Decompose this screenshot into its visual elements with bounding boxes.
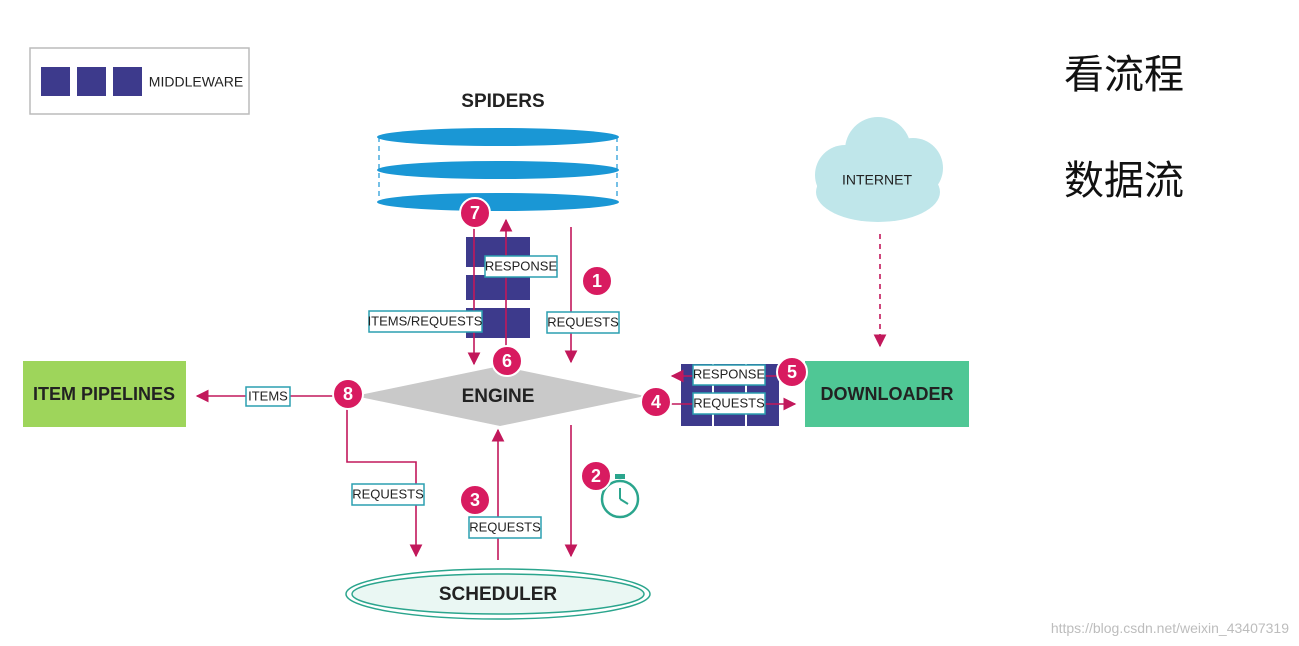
svg-text:4: 4: [651, 392, 661, 412]
downloader-label: DOWNLOADER: [821, 384, 954, 404]
item-pipelines-label: ITEM PIPELINES: [33, 384, 175, 404]
label-requests-4: REQUESTS: [693, 395, 765, 410]
downloader-component: DOWNLOADER: [805, 361, 969, 427]
engine-component: ENGINE: [355, 366, 645, 426]
step-badge-8: 8: [332, 378, 364, 410]
label-items-requests: ITEMS/REQUESTS: [368, 313, 483, 328]
label-response-downloader: RESPONSE: [693, 366, 766, 381]
downloader-box: [805, 361, 969, 427]
label-items: ITEMS: [248, 388, 288, 403]
label-requests-1: REQUESTS: [547, 314, 619, 329]
step-badges: 1 2 3 4 5 6 7 8: [332, 197, 808, 516]
step-badge-2: 2: [580, 460, 612, 492]
watermark-url: https://blog.csdn.net/weixin_43407319: [1050, 620, 1289, 636]
step-badge-6: 6: [491, 345, 523, 377]
step-badge-3: 3: [459, 484, 491, 516]
spiders-label: SPIDERS: [461, 91, 544, 112]
spider-disc: [377, 161, 619, 179]
engine-label: ENGINE: [462, 386, 535, 407]
middleware-swatch: [77, 67, 106, 96]
step-badge-5: 5: [776, 356, 808, 388]
step-badge-1: 1: [581, 265, 613, 297]
svg-text:3: 3: [470, 490, 480, 510]
legend-label: MIDDLEWARE: [149, 74, 243, 90]
svg-text:5: 5: [787, 362, 797, 382]
middleware-swatch: [41, 67, 70, 96]
step-badge-4: 4: [640, 386, 672, 418]
label-response-spider: RESPONSE: [485, 258, 558, 273]
legend: MIDDLEWARE: [29, 47, 250, 115]
arrow-requests-to-scheduler: [346, 408, 423, 558]
step-badge-7: 7: [459, 197, 491, 229]
label-requests-3: REQUESTS: [469, 519, 541, 534]
scheduler-label: SCHEDULER: [439, 584, 558, 605]
flow-labels: REQUESTS RESPONSE ITEMS/REQUESTS ITEMS R…: [245, 255, 766, 539]
svg-text:6: 6: [502, 351, 512, 371]
svg-text:8: 8: [343, 384, 353, 404]
side-note-flow: 看流程: [1064, 52, 1184, 98]
internet-label: INTERNET: [842, 172, 912, 188]
svg-text:2: 2: [591, 466, 601, 486]
side-note-data-flow: 数据流: [1064, 158, 1184, 204]
internet-cloud: INTERNET: [815, 117, 943, 222]
spider-disc: [377, 128, 619, 146]
spider-disc: [377, 193, 619, 211]
scheduler-component: SCHEDULER: [345, 568, 651, 620]
label-requests-8: REQUESTS: [352, 486, 424, 501]
item-pipelines-component: ITEM PIPELINES: [23, 361, 186, 427]
engine-shape: [355, 366, 645, 426]
middleware-swatch: [113, 67, 142, 96]
spiders-component: SPIDERS: [377, 91, 619, 211]
timer-icon: [600, 474, 640, 519]
svg-text:7: 7: [470, 203, 480, 223]
item-pipelines-box: [23, 361, 186, 427]
svg-text:1: 1: [592, 271, 602, 291]
